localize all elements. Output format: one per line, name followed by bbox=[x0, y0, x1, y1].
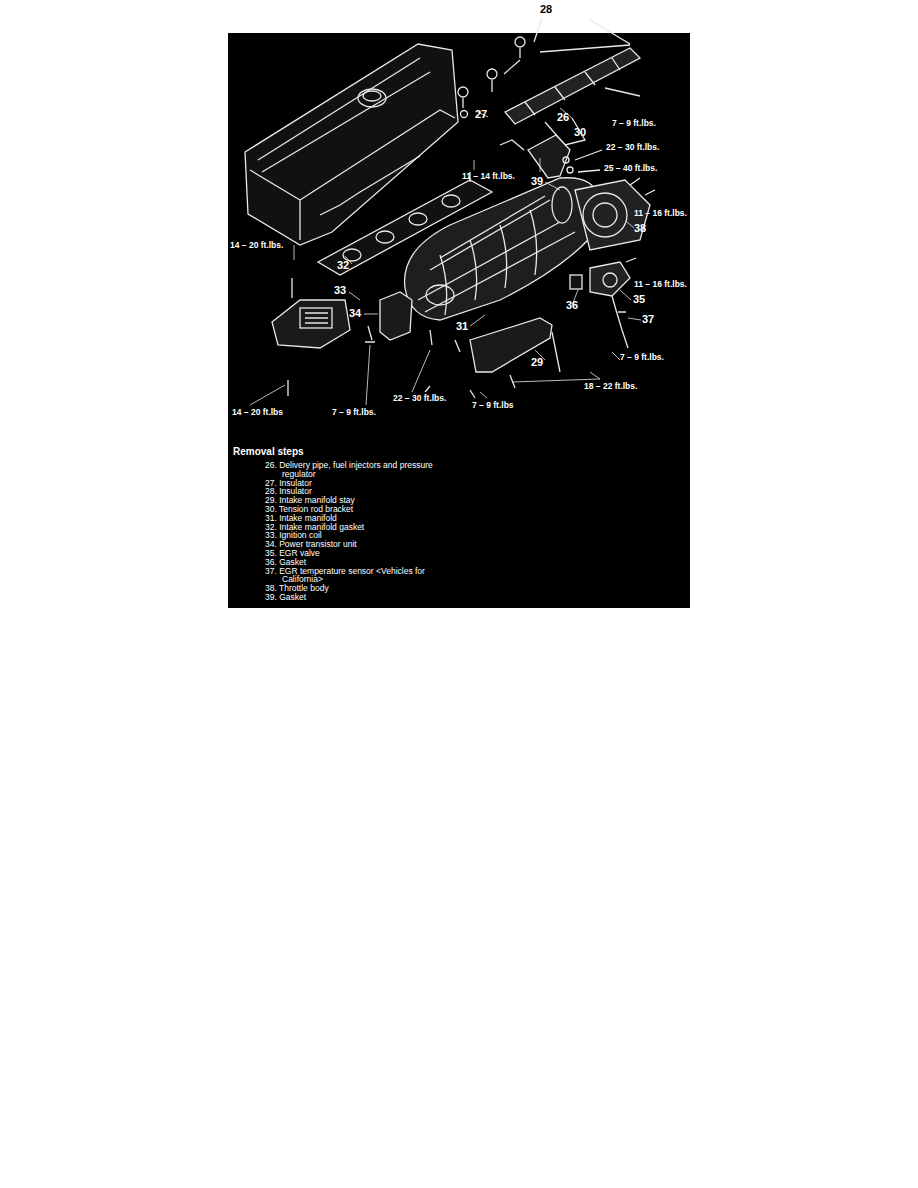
list-heading: Removal steps bbox=[233, 446, 304, 458]
torque-value: 22 – 30 ft.lbs. bbox=[606, 142, 659, 152]
torque-value: 7 – 9 ft.lbs. bbox=[620, 352, 664, 362]
removal-step: 31. Intake manifold bbox=[265, 514, 465, 523]
callout-number: 32 bbox=[337, 259, 349, 271]
removal-step: 29. Intake manifold stay bbox=[265, 496, 465, 505]
torque-value: 11 – 16 ft.lbs. bbox=[634, 208, 687, 218]
removal-step: 35. EGR valve bbox=[265, 549, 465, 558]
removal-step: 30. Tension rod bracket bbox=[265, 505, 465, 514]
removal-step: 37. EGR temperature sensor <Vehicles for… bbox=[265, 567, 465, 585]
removal-step: 34. Power transistor unit bbox=[265, 540, 465, 549]
torque-value: 7 – 9 ft.lbs bbox=[472, 400, 514, 410]
callout-number: 26 bbox=[557, 111, 569, 123]
torque-value: 7 – 9 ft.lbs. bbox=[612, 118, 656, 128]
callout-number: 38 bbox=[634, 222, 646, 234]
removal-list: 26. Delivery pipe, fuel injectors and pr… bbox=[265, 461, 465, 602]
torque-value: 25 – 40 ft.lbs. bbox=[604, 163, 657, 173]
removal-step: 39. Gasket bbox=[265, 593, 465, 602]
callout-number: 27 bbox=[475, 108, 487, 120]
callout-number: 30 bbox=[574, 126, 586, 138]
callout-number: 33 bbox=[334, 284, 346, 296]
illustration bbox=[245, 18, 655, 398]
leader-lines bbox=[250, 108, 641, 405]
callout-number: 29 bbox=[531, 356, 543, 368]
removal-step: 33. Ignition coil bbox=[265, 531, 465, 540]
removal-step: 32. Intake manifold gasket bbox=[265, 523, 465, 532]
torque-value: 11 – 14 ft.lbs. bbox=[462, 171, 515, 181]
removal-step: 26. Delivery pipe, fuel injectors and pr… bbox=[265, 461, 465, 479]
removal-step: 38. Throttle body bbox=[265, 584, 465, 593]
torque-value: 14 – 20 ft.lbs. bbox=[230, 240, 283, 250]
callout-number: 36 bbox=[566, 299, 578, 311]
callout-number: 35 bbox=[633, 293, 645, 305]
scan-ground bbox=[228, 33, 690, 608]
callout-number: 37 bbox=[642, 313, 654, 325]
torque-value: 7 – 9 ft.lbs. bbox=[332, 407, 376, 417]
callout-number: 34 bbox=[349, 307, 361, 319]
torque-value: 14 – 20 ft.lbs bbox=[232, 407, 283, 417]
removal-step: 27. Insulator bbox=[265, 479, 465, 488]
callout-number: 39 bbox=[531, 175, 543, 187]
removal-step: 28. Insulator bbox=[265, 487, 465, 496]
callout-number: 28 bbox=[540, 3, 552, 15]
callout-number: 31 bbox=[456, 320, 468, 332]
torque-value: 11 – 16 ft.lbs. bbox=[634, 279, 687, 289]
removal-step: 36. Gasket bbox=[265, 558, 465, 567]
torque-value: 22 – 30 ft.lbs. bbox=[393, 393, 446, 403]
torque-value: 18 – 22 ft.lbs. bbox=[584, 381, 637, 391]
